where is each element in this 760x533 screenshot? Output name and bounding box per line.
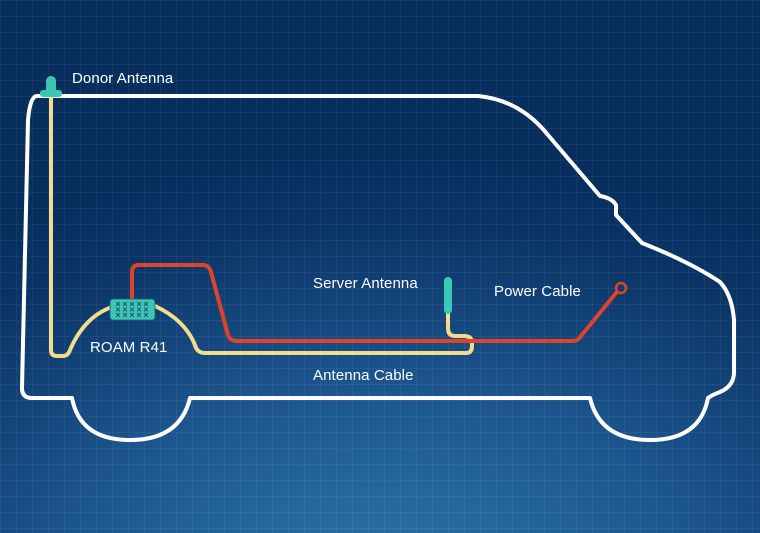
device-pattern-mark: [115, 307, 121, 312]
device-pattern-mark: [143, 307, 149, 312]
roam-r41-device-icon: [109, 298, 156, 321]
device-pattern-mark: [122, 312, 128, 318]
donor-antenna-label: Donor Antenna: [72, 70, 174, 87]
server-antenna-label: Server Antenna: [313, 275, 418, 292]
antenna-cable: [49, 96, 474, 358]
device-pattern-mark: [136, 307, 142, 312]
van-outline: [20, 94, 736, 442]
power-cable-end-icon: [614, 281, 628, 295]
device-pattern-mark: [136, 312, 142, 318]
roam-r41-label: ROAM R41: [90, 339, 168, 356]
device-pattern-mark: [122, 307, 128, 312]
antenna-cable-label: Antenna Cable: [313, 367, 414, 384]
device-pattern-mark: [115, 312, 121, 318]
donor-antenna-icon: [40, 76, 62, 97]
server-antenna-icon: [444, 277, 452, 314]
power-cable: [130, 263, 618, 343]
device-pattern-mark: [122, 301, 128, 307]
device-pattern-mark: [129, 312, 135, 318]
device-pattern-mark: [115, 301, 121, 307]
device-pattern-mark: [143, 312, 149, 318]
device-pattern-mark: [129, 301, 135, 307]
device-pattern-mark: [136, 301, 142, 307]
device-pattern-mark: [143, 301, 149, 307]
device-pattern-mark: [129, 307, 135, 312]
power-cable-label: Power Cable: [494, 283, 581, 300]
